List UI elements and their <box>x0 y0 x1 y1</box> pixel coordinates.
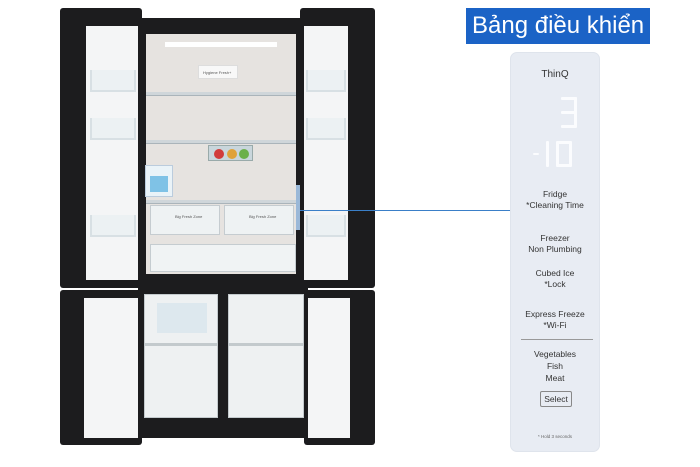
control-panel-title: Bảng điều khiển <box>466 8 651 44</box>
door-bin <box>90 118 136 140</box>
footnote: * Hold 3 seconds <box>537 434 573 439</box>
lower-right-door-liner <box>308 298 350 438</box>
produce-tray <box>208 145 253 161</box>
door-bin <box>90 215 136 237</box>
hygiene-fresh-label: Hygiene Fresh+ <box>203 70 232 75</box>
select-button[interactable]: Select <box>540 391 572 407</box>
control-panel: ThinQ Fridge *Cleaning Time Freezer Non … <box>510 52 600 452</box>
button-label: Freezer <box>540 233 570 243</box>
shelf <box>146 140 296 144</box>
door-bin <box>90 70 136 92</box>
water-dispenser <box>145 165 173 197</box>
upper-left-door-liner <box>86 26 138 280</box>
mode-fish: Fish <box>546 361 564 371</box>
button-label: Fridge <box>542 189 568 199</box>
thinq-logo: ThinQ <box>541 69 569 80</box>
door-bin <box>306 118 346 140</box>
big-fresh-label: Big Fresh Zone <box>249 214 277 219</box>
mode-vegetables: Vegetables <box>533 349 577 359</box>
big-fresh-label: Big Fresh Zone <box>175 214 203 219</box>
button-sublabel: *Cleaning Time <box>526 200 584 210</box>
mode-meat: Meat <box>545 373 565 383</box>
crisper-left: Big Fresh Zone <box>150 205 220 235</box>
door-bin <box>306 215 346 237</box>
button-sublabel: *Lock <box>544 279 566 289</box>
leader-line <box>300 210 510 211</box>
light-strip <box>165 42 277 47</box>
control-panel-strip <box>296 185 300 230</box>
crisper-right: Big Fresh Zone <box>224 205 294 235</box>
button-label: Express Freeze <box>525 309 585 319</box>
freezer-drawer-right <box>228 294 304 418</box>
door-bin <box>306 70 346 92</box>
shelf <box>146 200 296 204</box>
lower-left-door-liner <box>84 298 138 438</box>
button-sublabel: *Wi-Fi <box>543 320 567 330</box>
bottom-drawer <box>150 244 296 272</box>
upper-right-door-liner <box>304 26 348 280</box>
button-label: Cubed Ice <box>535 268 575 278</box>
hygiene-fresh-filter: Hygiene Fresh+ <box>198 65 238 79</box>
divider <box>521 339 593 340</box>
button-sublabel: Non Plumbing <box>528 244 582 254</box>
shelf <box>146 92 296 96</box>
freezer-drawer-left <box>144 294 218 418</box>
